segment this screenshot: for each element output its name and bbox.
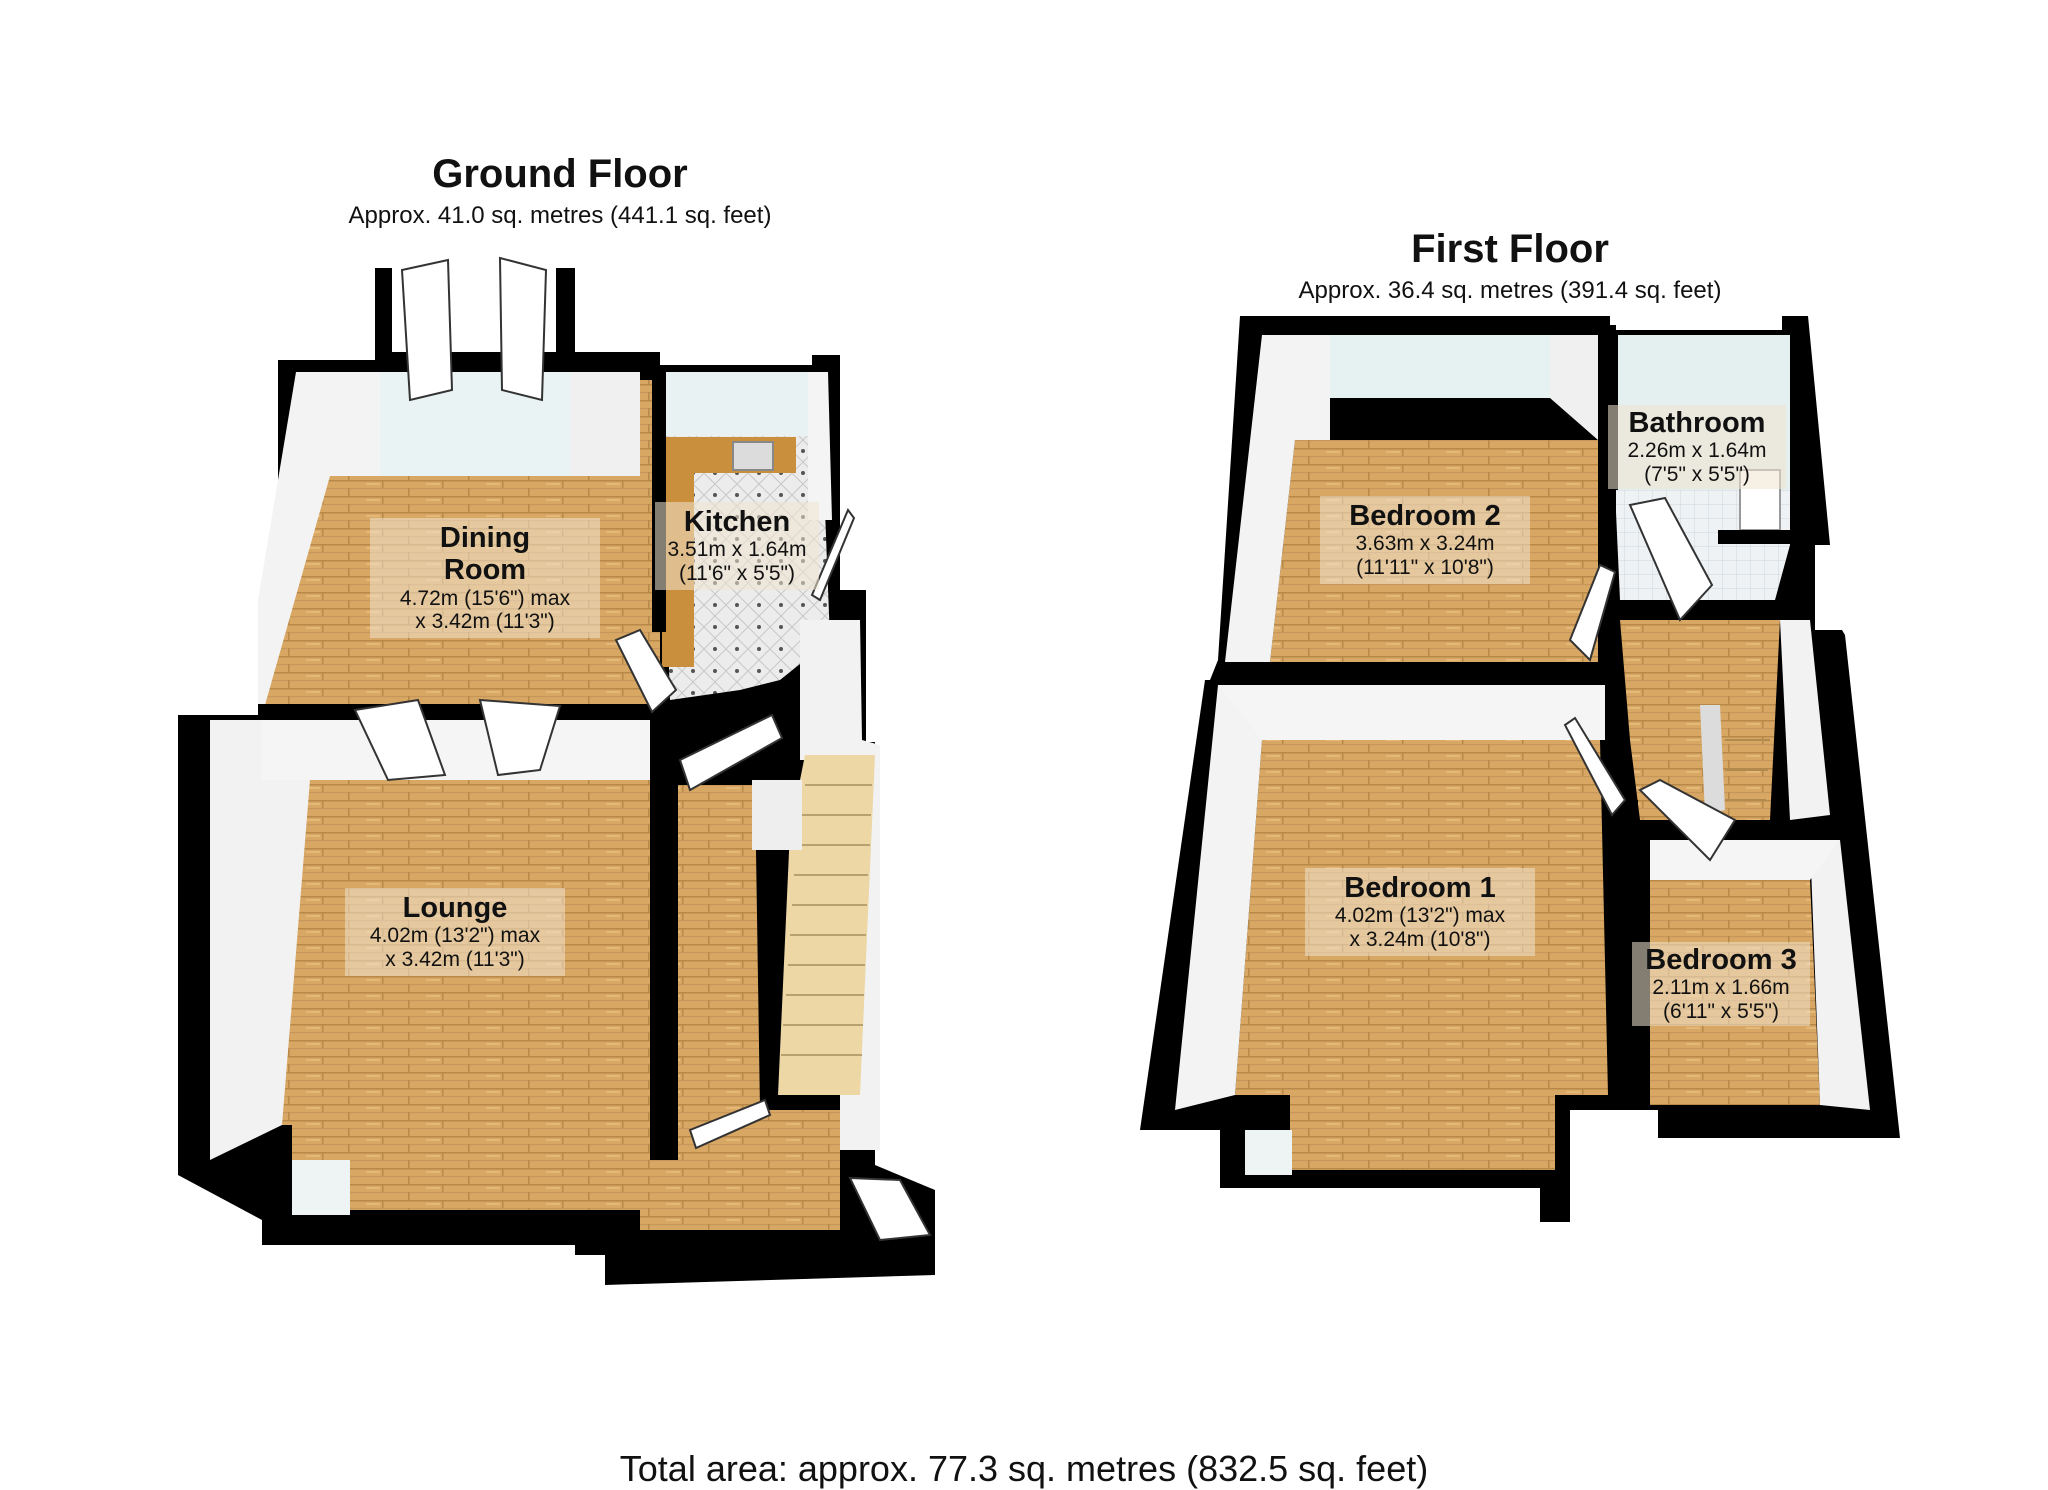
bathroom-label: Bathroom 2.26m x 1.64m (7'5" x 5'5") [1608, 405, 1786, 489]
front-door [848, 1176, 932, 1242]
bifold-door-right [478, 698, 562, 777]
bedroom-3-door [1638, 778, 1737, 862]
bedroom-2-door [1568, 563, 1617, 662]
lounge-top-wall-face [262, 720, 650, 780]
bedroom-3-name: Bedroom 3 [1645, 944, 1797, 976]
ground-floor-title: Ground Floor [432, 152, 688, 196]
bathroom-dims: 2.26m x 1.64m (7'5" x 5'5") [1627, 439, 1767, 486]
bedroom-1-label: Bedroom 1 4.02m (13'2") max x 3.24m (10'… [1305, 868, 1535, 956]
bedroom-3-top-wall-face [1650, 840, 1840, 880]
bedroom-3-label: Bedroom 3 2.11m x 1.66m (6'11" x 5'5") [1632, 942, 1810, 1026]
ground-floor-plan [178, 256, 935, 1285]
kitchen-door [614, 628, 678, 714]
bifold-door-left [353, 698, 447, 782]
first-floor-doors [1563, 496, 1737, 862]
hallway-floor [640, 785, 840, 1230]
lounge-dims: 4.02m (13'2") max x 3.42m (11'3") [369, 924, 541, 971]
dining-lounge-wall [258, 704, 666, 720]
kitchen-right-wall-face [808, 372, 832, 520]
under-stair-door [688, 1098, 772, 1150]
first-floor-area: Approx. 36.4 sq. metres (391.4 sq. feet) [1298, 277, 1722, 304]
bathroom-name: Bathroom [1628, 407, 1766, 439]
landing-stair-treads [1725, 739, 1770, 801]
bedroom-2-left-wall-face [1225, 335, 1330, 662]
lounge-name: Lounge [402, 892, 508, 924]
bathroom-door [1628, 496, 1714, 622]
bedroom-1-bay-face [1245, 1130, 1292, 1175]
bedroom-1-dims: 4.02m (13'2") max x 3.24m (10'8") [1334, 904, 1506, 951]
staircase [778, 755, 875, 1095]
landing-right-wall-face [1780, 620, 1830, 820]
ground-floor-doors [353, 256, 932, 1242]
ground-floor-area: Approx. 41.0 sq. metres (441.1 sq. feet) [348, 202, 772, 229]
landing-bed3-wall [1745, 822, 1835, 836]
stair-rail [1700, 705, 1725, 815]
lounge-hall-wall [650, 720, 676, 1140]
total-area: Total area: approx. 77.3 sq. metres (832… [619, 1448, 1429, 1489]
bathroom-landing-wall [1718, 530, 1813, 544]
hallway-inner-wall [752, 780, 802, 850]
french-door-right [498, 256, 548, 402]
dining-room-right-face [570, 372, 640, 476]
bedroom-1-bay-floor [1290, 1095, 1555, 1170]
french-door-left [400, 258, 454, 402]
stair-treads [781, 784, 872, 1056]
bedroom-1-name: Bedroom 1 [1344, 872, 1496, 904]
lounge-left-wall-face [210, 720, 310, 1160]
bedroom-1-top-wall-face [1218, 685, 1605, 740]
lounge-label: Lounge 4.02m (13'2") max x 3.42m (11'3") [345, 888, 565, 976]
bedroom-1-left-wall-face [1175, 685, 1270, 1110]
hall-door [678, 713, 784, 792]
bedroom-2-right-bay-face [1550, 335, 1598, 440]
dining-room-wall-face [258, 372, 380, 705]
bedroom-2-name: Bedroom 2 [1349, 500, 1501, 532]
dining-room-label: Dining Room 4.72m (15'6") max x 3.42m (1… [370, 518, 600, 638]
first-floor-title: First Floor [1411, 227, 1609, 271]
kitchen-sink [732, 441, 774, 471]
kitchen-label: Kitchen 3.51m x 1.64m (11'6" x 5'5") [655, 502, 819, 590]
first-floor-plan [1140, 316, 1900, 1222]
bedroom-2-label: Bedroom 2 3.63m x 3.24m (11'11" x 10'8") [1320, 496, 1530, 584]
kitchen-back-door [810, 508, 856, 602]
bedroom-3-right-wall-face [1810, 840, 1870, 1110]
bedroom-1-door [1563, 716, 1627, 817]
kitchen-dims: 3.51m x 1.64m (11'6" x 5'5") [667, 538, 807, 585]
dining-room-name: Dining Room [439, 522, 531, 587]
bedroom-3-dims: 2.11m x 1.66m (6'11" x 5'5") [1652, 976, 1790, 1023]
kitchen-wall-face [665, 372, 808, 436]
bedroom-2-dims: 3.63m x 3.24m (11'11" x 10'8") [1355, 532, 1495, 579]
bedroom-2-bay-face [1330, 335, 1550, 398]
lounge-bay-floor [292, 1125, 650, 1210]
lounge-bay-face [292, 1160, 350, 1215]
dining-room-bay-face [380, 372, 570, 476]
bed2-bed1-wall [1222, 662, 1614, 678]
dining-room-dims: 4.72m (15'6") max x 3.42m (11'3") [399, 586, 571, 634]
kitchen-name: Kitchen [683, 506, 791, 538]
